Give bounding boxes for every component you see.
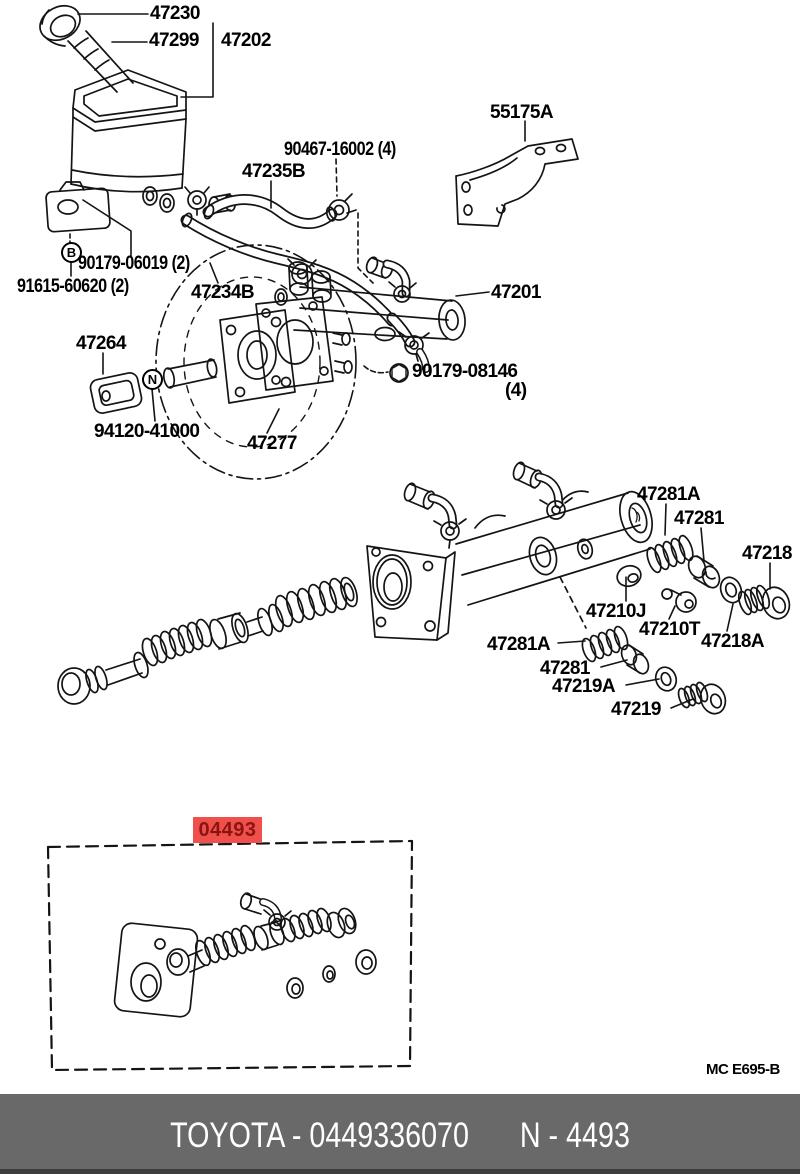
drawing-code: MC E695-B: [706, 1061, 780, 1078]
part-label-47201: 47201: [491, 282, 541, 303]
part-label-47277: 47277: [247, 433, 297, 454]
part-label-55175A: 55175A: [490, 102, 554, 123]
part-label-47281A-upper: 47281A: [637, 484, 701, 505]
footer-figure-number: N - 4493: [519, 1116, 630, 1155]
leader-lines: [69, 13, 771, 709]
part-label-90179-08146-qty: (4): [505, 380, 527, 401]
part-label-47235B: 47235B: [242, 161, 306, 182]
part-label-91615-60620: 91615-60620 (2): [17, 276, 129, 297]
reservoir-tank-drawing: [45, 30, 236, 233]
part-label-94120-41000: 94120-41000: [94, 421, 200, 442]
footer-bar: TOYOTA - 0449336070 N - 4493: [0, 1094, 800, 1174]
part-label-47281A-lower: 47281A: [487, 634, 551, 655]
part-label-90467-16002: 90467-16002 (4): [284, 139, 396, 160]
footer-catalog-number: TOYOTA - 0449336070: [170, 1116, 469, 1155]
part-label-47202: 47202: [221, 30, 271, 51]
part-label-47281-lower: 47281: [540, 658, 590, 679]
part-label-47234B: 47234B: [191, 282, 255, 303]
part-label-47210T: 47210T: [639, 619, 700, 640]
exploded-master-cylinder-drawing: [366, 461, 653, 641]
piston-assembly-drawing: [57, 576, 358, 705]
part-label-47264: 47264: [76, 333, 126, 354]
part-label-47299: 47299: [149, 30, 199, 51]
reservoir-cap-drawing: [39, 4, 81, 47]
part-label-47219: 47219: [611, 699, 661, 720]
hoses-drawing: [180, 193, 430, 373]
nut-marker-icon: N: [142, 369, 163, 390]
part-label-47218: 47218: [742, 543, 792, 564]
upper-master-cylinder-drawing: [274, 256, 466, 383]
part-label-90179-06019: 90179-06019 (2): [78, 253, 190, 274]
part-label-47210J: 47210J: [586, 601, 646, 622]
bolt-marker-icon: B: [61, 242, 82, 263]
part-label-47219A: 47219A: [552, 676, 616, 697]
part-label-47281-upper: 47281: [674, 508, 724, 529]
part-label-47218A: 47218A: [701, 631, 765, 652]
highlighted-part-number[interactable]: 04493: [193, 817, 262, 843]
bracket-55175A-drawing: [455, 138, 579, 227]
part-label-90179-08146: 90179-08146: [412, 361, 518, 382]
repair-kit-box-drawing: [46, 839, 414, 1072]
part-label-47230: 47230: [150, 3, 200, 24]
kit-small-parts-drawing: [581, 534, 791, 715]
booster-drawing: [89, 244, 357, 480]
